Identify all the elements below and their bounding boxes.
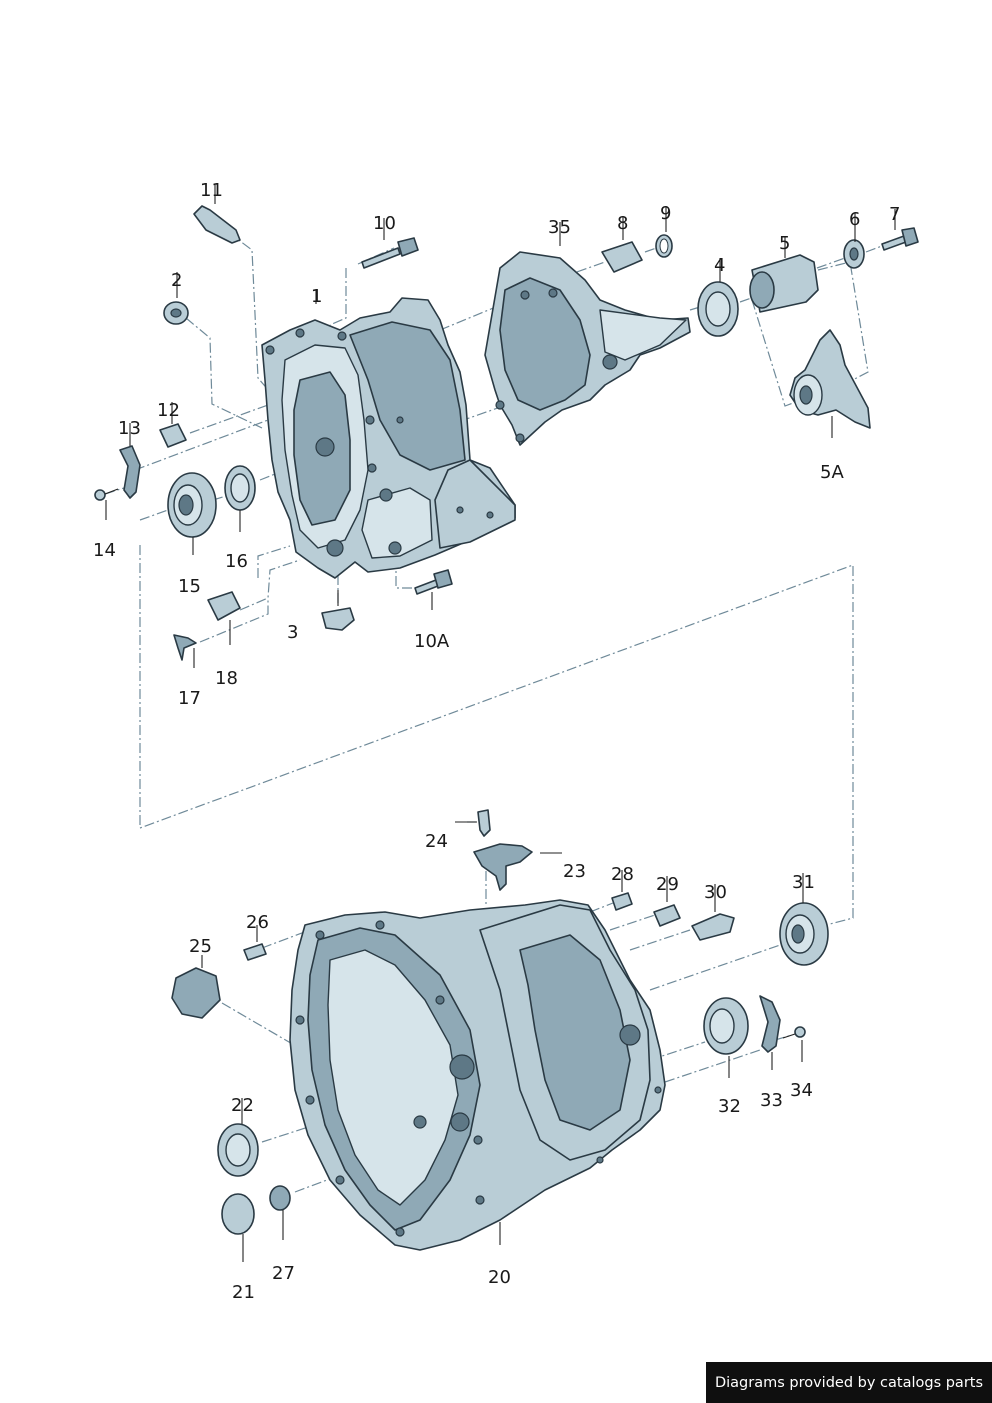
label-26: 26	[246, 912, 269, 933]
label-7: 7	[889, 204, 900, 225]
upper-housing-part-1	[261, 297, 516, 579]
label-24: 24	[425, 831, 448, 852]
label-6: 6	[849, 209, 860, 230]
label-17: 17	[178, 688, 201, 709]
label-21: 21	[232, 1282, 255, 1303]
label-11: 11	[200, 180, 223, 201]
label-27: 27	[272, 1263, 295, 1284]
label-2: 2	[171, 270, 182, 291]
label-5A: 5A	[820, 462, 844, 483]
bell-housing-part-20	[289, 899, 666, 1251]
attribution-text: Diagrams provided by catalogs parts	[714, 1374, 984, 1391]
attribution-footer: Diagrams provided by catalogs parts	[706, 1362, 992, 1403]
label-20: 20	[488, 1267, 511, 1288]
label-13: 13	[118, 418, 141, 439]
small-parts	[94, 205, 919, 1235]
label-9: 9	[660, 203, 671, 224]
label-18: 18	[215, 668, 238, 689]
label-4: 4	[714, 255, 725, 276]
cover-part-35	[484, 251, 691, 446]
label-14: 14	[93, 540, 116, 561]
label-12: 12	[157, 400, 180, 421]
label-1: 1	[311, 286, 322, 307]
label-8: 8	[617, 213, 628, 234]
label-5: 5	[779, 233, 790, 254]
label-15: 15	[178, 576, 201, 597]
label-31: 31	[792, 872, 815, 893]
label-29: 29	[656, 874, 679, 895]
label-35: 35	[548, 217, 571, 238]
label-10A: 10A	[414, 631, 450, 652]
label-3: 3	[287, 622, 298, 643]
label-23: 23	[563, 861, 586, 882]
label-22: 22	[231, 1095, 254, 1116]
label-10: 10	[373, 213, 396, 234]
label-34: 34	[790, 1080, 813, 1101]
leader-lines	[105, 185, 896, 1262]
label-33: 33	[760, 1090, 783, 1111]
label-30: 30	[704, 882, 727, 903]
label-25: 25	[189, 936, 212, 957]
part-labels: 11 2 1 10 35 8 9 4 5 6 7 5A 12 13 14 15 …	[93, 180, 900, 1303]
label-16: 16	[225, 551, 248, 572]
label-32: 32	[718, 1096, 741, 1117]
label-28: 28	[611, 864, 634, 885]
